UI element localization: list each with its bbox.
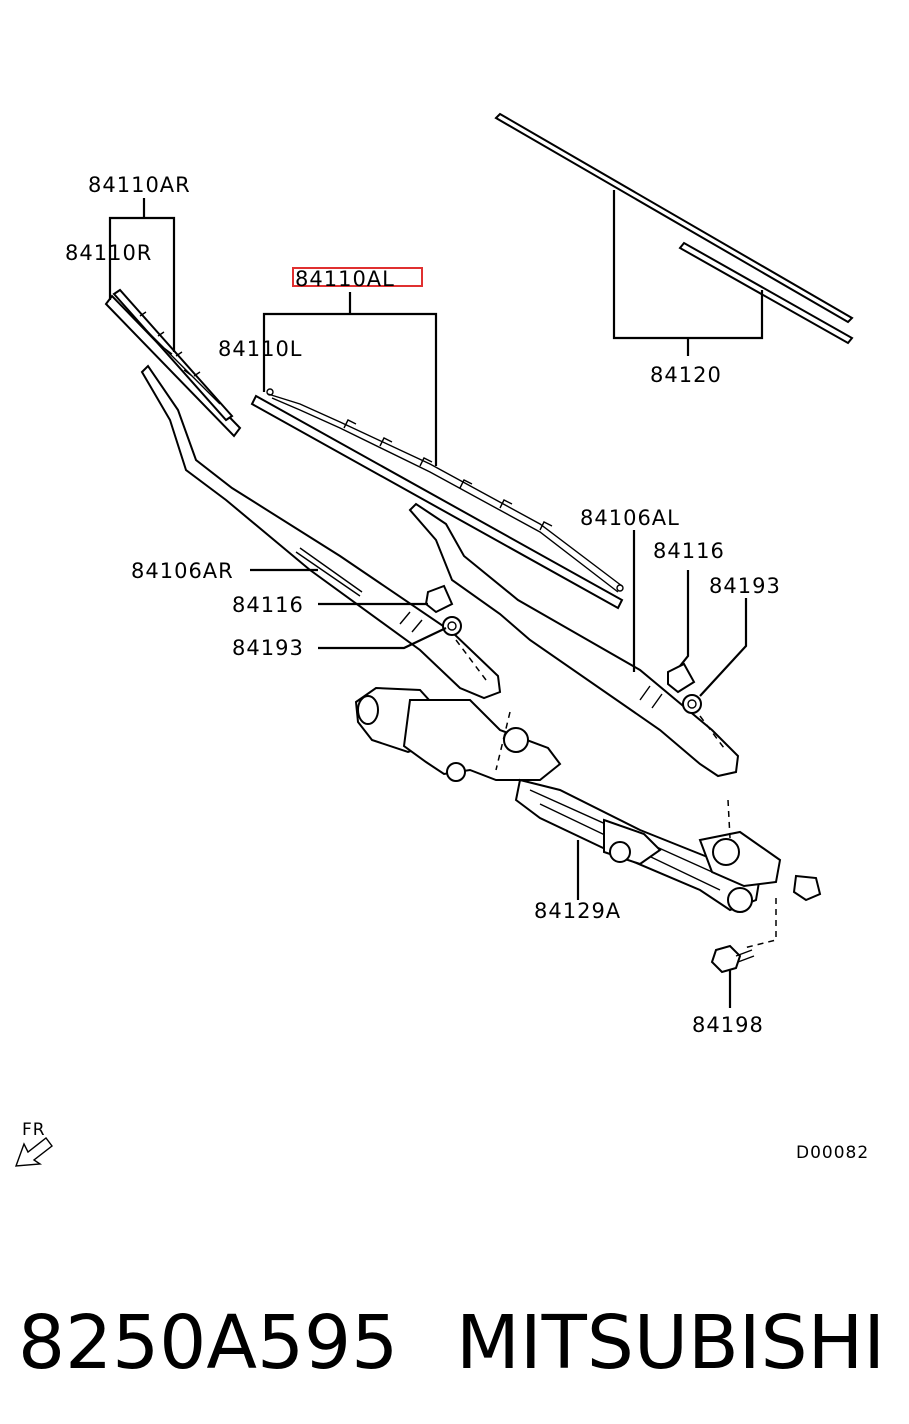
label-84116-left: 84116 xyxy=(232,593,304,617)
label-84193-right: 84193 xyxy=(709,574,781,598)
diagram-code: D00082 xyxy=(796,1143,869,1163)
label-84106al: 84106AL xyxy=(580,506,680,530)
label-84120: 84120 xyxy=(650,363,722,387)
bolt-part xyxy=(710,944,755,1008)
blade-rubber-parts xyxy=(494,112,854,356)
label-84110r: 84110R xyxy=(65,241,152,265)
highlight-box xyxy=(292,267,423,287)
label-84198: 84198 xyxy=(692,1013,764,1037)
label-84110al: 84110AL xyxy=(295,267,395,291)
front-direction-indicator: FR xyxy=(14,1120,53,1167)
left-wiper-blade xyxy=(250,292,624,610)
direction-label: FR xyxy=(22,1120,46,1140)
label-84193-left: 84193 xyxy=(232,636,304,660)
label-84110l: 84110L xyxy=(218,337,303,361)
left-wiper-arm xyxy=(408,502,740,778)
right-wiper-blade xyxy=(104,198,242,438)
label-84110ar: 84110AR xyxy=(88,173,191,197)
label-84116-right: 84116 xyxy=(653,539,725,563)
caps-and-nuts xyxy=(318,570,748,749)
right-wiper-arm xyxy=(140,364,502,700)
label-84129a: 84129A xyxy=(534,899,621,923)
callout-labels: 84110AR 84110R 84110AL 84110L 84120 8410… xyxy=(65,173,781,1037)
caption-brand: MITSUBISHI xyxy=(456,1300,885,1386)
label-84106ar: 84106AR xyxy=(131,559,234,583)
linkage-motor-assembly xyxy=(354,686,822,949)
front-direction-arrow-icon xyxy=(14,1137,53,1167)
caption-part-number: 8250A595 xyxy=(18,1300,398,1386)
